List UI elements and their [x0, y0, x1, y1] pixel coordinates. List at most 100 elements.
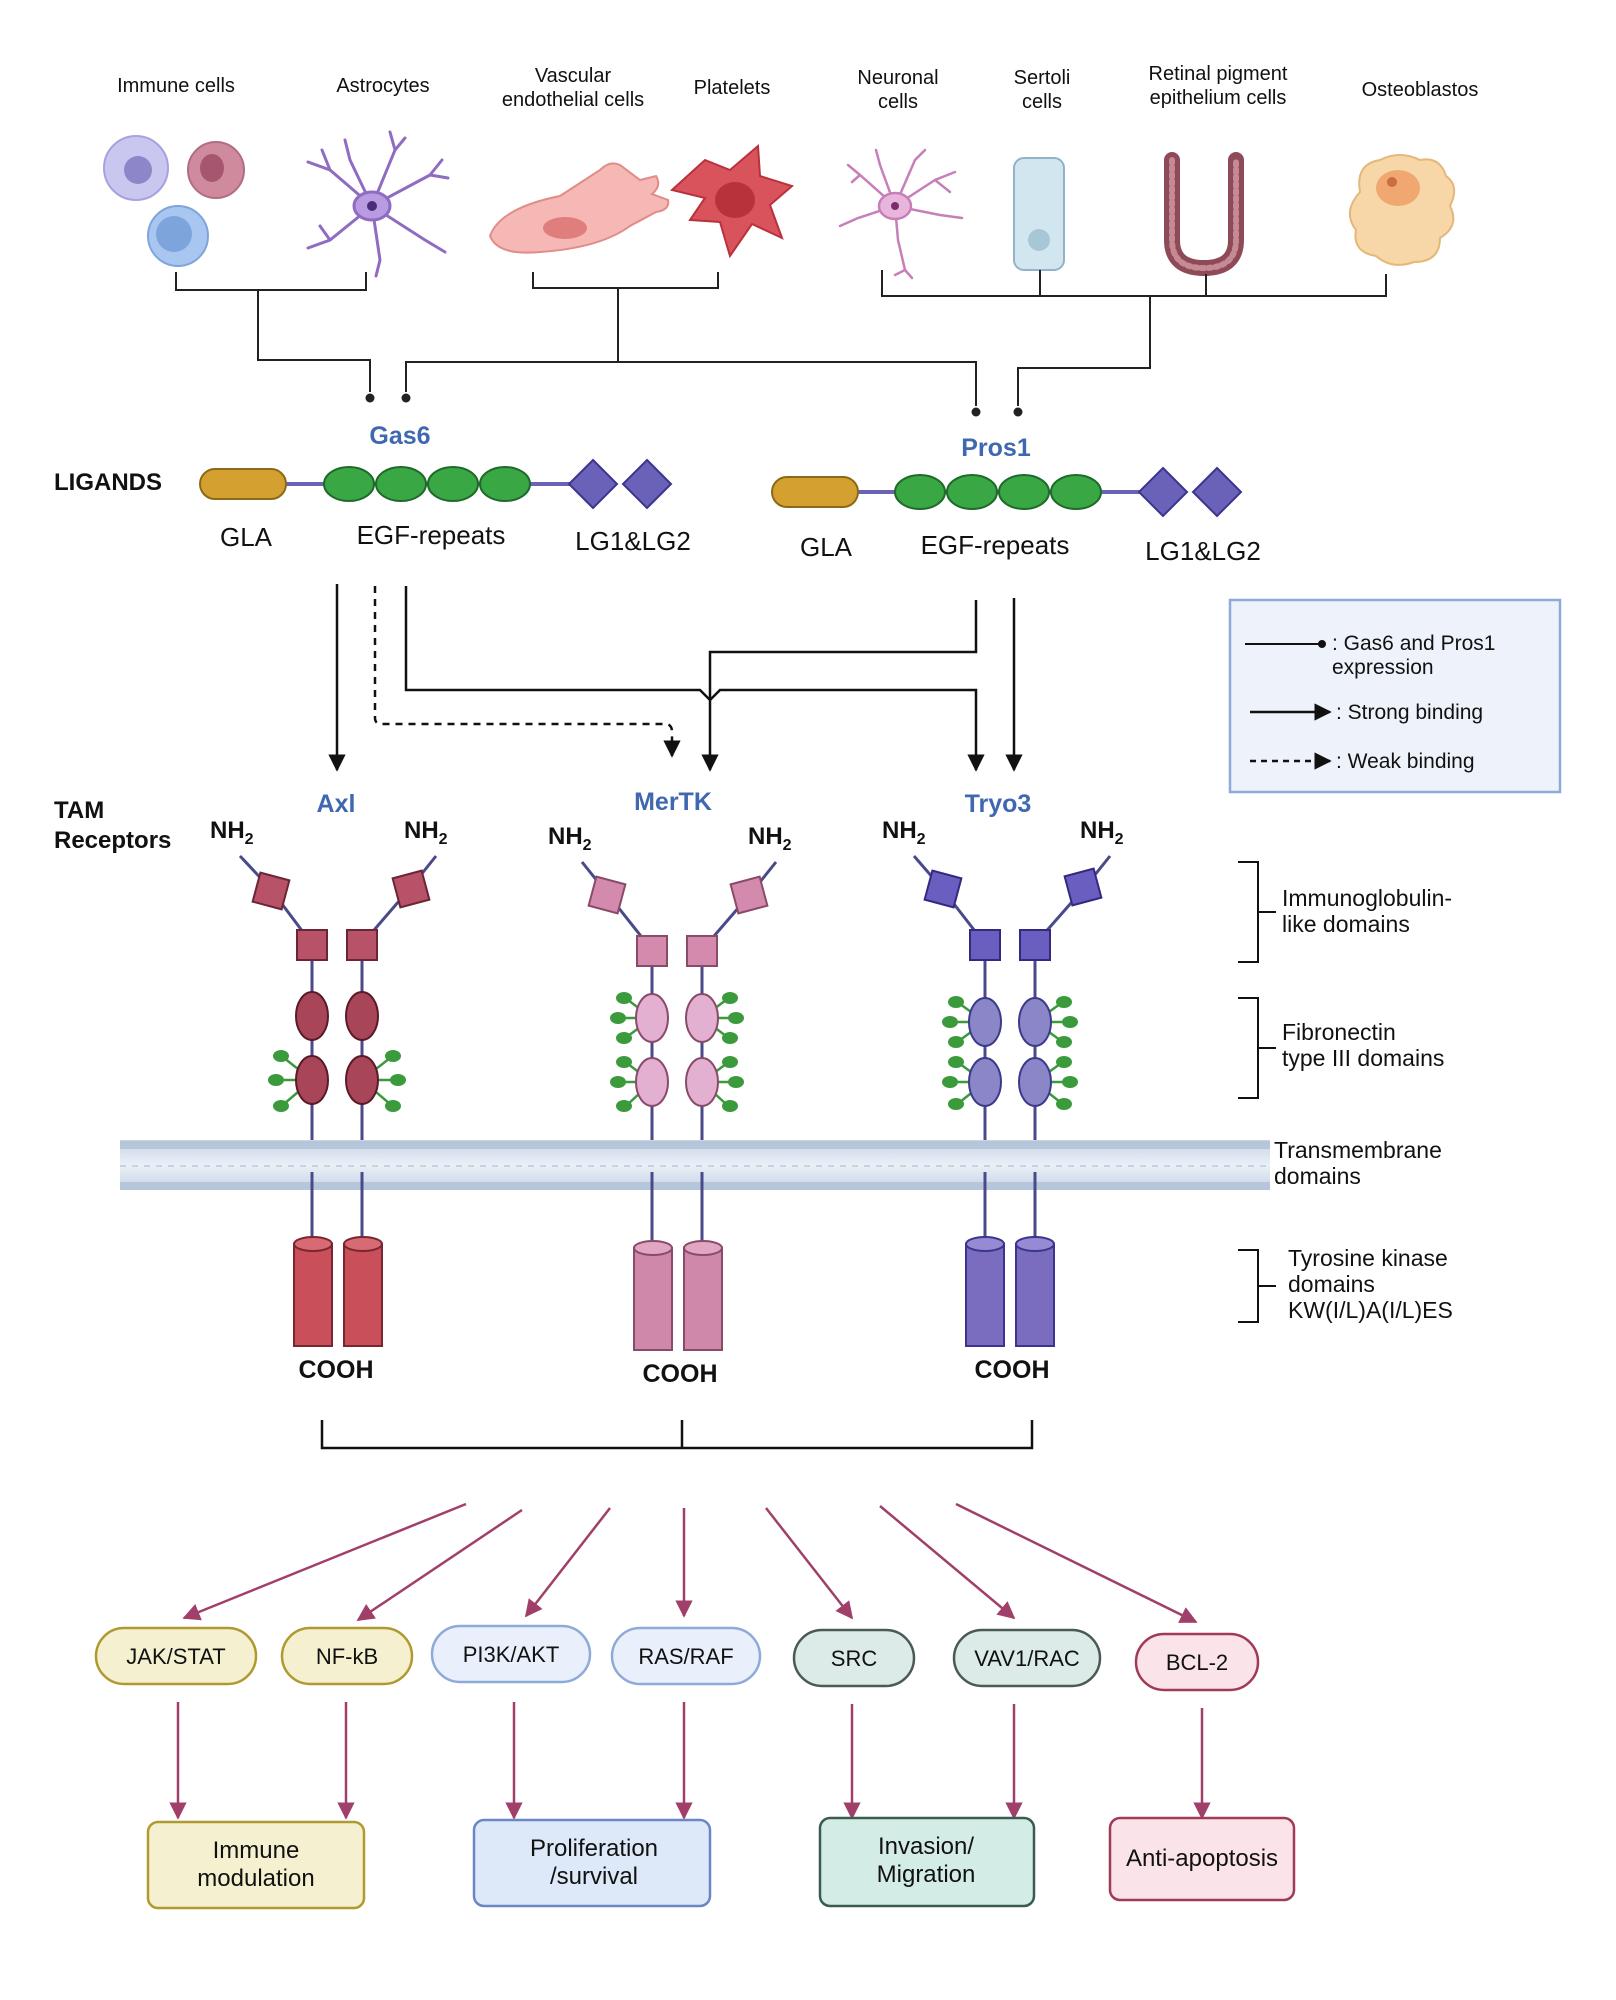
outcome-boxes: Immune modulation Proliferation /surviva…	[146, 1816, 1296, 1910]
gas6-egf-repeat	[479, 466, 531, 502]
pros1-lg1-domain	[1137, 466, 1189, 518]
domain-annotations	[1238, 861, 1276, 1323]
nh2-mertk-left: NH2	[548, 823, 592, 854]
expression-dots	[365, 393, 1023, 417]
gas6-lg1-domain	[567, 458, 619, 510]
label-platelets: Platelets	[694, 77, 771, 99]
astrocyte-icon	[306, 130, 450, 278]
nf-kb-node: NF-kB	[280, 1626, 414, 1686]
tam-heading-1: TAM	[54, 797, 104, 824]
pathway-nodes: JAK/STAT NF-kB PI3K/AKT RAS/RAF SRC VAV1…	[94, 1624, 1260, 1692]
proliferation-label-2: /survival	[550, 1863, 638, 1890]
neuronal-cell-icon	[838, 148, 964, 280]
ligands-heading: LIGANDS	[54, 469, 162, 496]
immune-modulation-label-2: modulation	[197, 1865, 314, 1892]
pi3k-akt-node: PI3K/AKT	[430, 1624, 592, 1684]
binding-arrows	[328, 584, 1023, 772]
jak-stat-label: JAK/STAT	[126, 1644, 225, 1669]
fn-domain-label-2: type III domains	[1282, 1045, 1444, 1071]
nh2-labels: NH2 NH2 NH2 NH2 NH2 NH2	[210, 817, 1124, 854]
platelet-icon	[669, 143, 795, 259]
label-sertoli-2: cells	[1022, 91, 1062, 113]
bcl2-node: BCL-2	[1134, 1632, 1260, 1692]
nh2-axl-left: NH2	[210, 817, 254, 848]
label-immune-cells: Immune cells	[117, 75, 235, 97]
pi3k-akt-label: PI3K/AKT	[463, 1642, 560, 1667]
nh2-mertk-right: NH2	[748, 823, 792, 854]
immune-modulation-label-1: Immune	[213, 1837, 300, 1864]
invasion-migration-box: Invasion/ Migration	[818, 1816, 1036, 1908]
domain-labels: Immunoglobulin- like domains Fibronectin…	[1274, 885, 1453, 1323]
cell-labels: Immune cells Astrocytes Vascular endothe…	[117, 63, 1478, 113]
pros1-label: Pros1	[961, 434, 1031, 462]
cooh-axl: COOH	[299, 1356, 374, 1384]
proliferation-label-1: Proliferation	[530, 1835, 658, 1862]
pros1-egf-repeat	[894, 474, 946, 510]
label-astrocytes: Astrocytes	[336, 75, 429, 97]
gas6-gla-label: GLA	[220, 522, 273, 552]
tk-domain-label-3: KW(I/L)A(I/L)ES	[1288, 1297, 1453, 1323]
retinal-epithelium-icon	[1164, 152, 1244, 277]
pathway-arrows	[182, 1502, 1198, 1624]
label-retinal-2: epithelium cells	[1150, 87, 1287, 109]
gas6-lg-label: LG1&LG2	[575, 526, 691, 556]
axl-label: Axl	[317, 790, 356, 818]
vav1-rac-label: VAV1/RAC	[974, 1646, 1080, 1671]
pros1-lg2-domain	[1191, 466, 1243, 518]
jak-stat-node: JAK/STAT	[94, 1626, 258, 1686]
sertoli-cell-icon	[1013, 157, 1065, 271]
tk-domain-label-2: domains	[1288, 1271, 1375, 1297]
gas6-egf-repeat	[427, 466, 479, 502]
nh2-tyro3-right: NH2	[1080, 817, 1124, 848]
proliferation-box: Proliferation /survival	[472, 1818, 712, 1908]
gas6-egf-repeat	[323, 466, 375, 502]
gas6-egf-label: EGF-repeats	[357, 520, 506, 550]
gas6-gla-domain	[199, 468, 287, 500]
pros1-egf-label: EGF-repeats	[921, 530, 1070, 560]
legend-weak-label: : Weak binding	[1336, 750, 1475, 773]
osteoblast-icon	[1349, 154, 1456, 266]
expression-connectors	[175, 270, 1387, 406]
transmembrane-lines	[310, 1172, 1037, 1240]
tm-domain-label-2: domains	[1274, 1163, 1361, 1189]
pros1-gla-label: GLA	[800, 532, 853, 562]
label-vascular-1: Vascular	[535, 65, 612, 87]
label-sertoli-1: Sertoli	[1014, 67, 1071, 89]
legend: : Gas6 and Pros1 expression : Strong bin…	[1228, 598, 1562, 794]
vav1-rac-node: VAV1/RAC	[952, 1628, 1102, 1688]
label-neuronal-2: cells	[878, 91, 918, 113]
downstream-bracket	[320, 1420, 1034, 1450]
gas6-ligand: Gas6 GLA EGF-repeats LG1&LG2	[199, 422, 691, 556]
cooh-tyro3: COOH	[975, 1356, 1050, 1384]
cooh-mertk: COOH	[643, 1360, 718, 1388]
src-label: SRC	[831, 1646, 878, 1671]
gas6-label: Gas6	[369, 422, 430, 450]
label-retinal-1: Retinal pigment	[1149, 63, 1288, 85]
axl-kinase	[293, 1236, 383, 1347]
legend-strong-label: : Strong binding	[1336, 701, 1483, 724]
src-node: SRC	[792, 1628, 916, 1688]
ras-raf-label: RAS/RAF	[638, 1644, 733, 1669]
pros1-ligand: Pros1 GLA EGF-repeats LG1&LG2	[771, 434, 1261, 566]
invasion-label-1: Invasion/	[878, 1833, 974, 1860]
immune-cells-icon	[103, 135, 245, 267]
immune-modulation-box: Immune modulation	[146, 1820, 366, 1910]
label-vascular-2: endothelial cells	[502, 89, 644, 111]
outcome-arrows	[169, 1702, 1211, 1820]
gas6-mertk-weak-arrow	[373, 586, 681, 758]
bcl2-label: BCL-2	[1166, 1650, 1228, 1675]
legend-expression-label-1: : Gas6 and Pros1	[1332, 632, 1495, 655]
tyro3-label: Tryo3	[965, 790, 1032, 818]
pros1-egf-repeat	[1050, 474, 1102, 510]
nh2-tyro3-left: NH2	[882, 817, 926, 848]
cooh-labels: COOH COOH COOH	[299, 1356, 1050, 1388]
pros1-mertk-strong-arrow	[701, 600, 978, 772]
anti-apoptosis-label: Anti-apoptosis	[1126, 1845, 1278, 1872]
gas6-tyro3-strong-arrow	[404, 586, 985, 772]
tyro3-receptor	[912, 855, 1112, 1172]
mertk-receptor	[580, 861, 778, 1172]
ig-domain-label-1: Immunoglobulin-	[1282, 885, 1452, 911]
tk-domain-label-1: Tyrosine kinase	[1288, 1245, 1448, 1271]
ig-domain-label-2: like domains	[1282, 911, 1410, 937]
